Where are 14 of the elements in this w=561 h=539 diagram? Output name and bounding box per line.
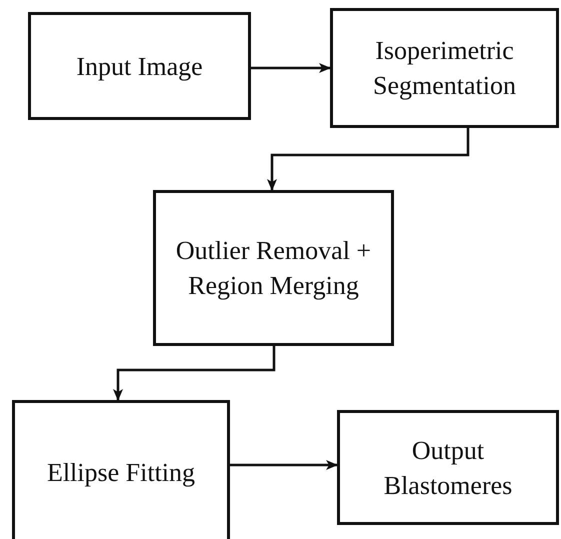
process-box [12, 400, 230, 539]
box-label: Isoperimetric Segmentation [372, 35, 517, 102]
arrow [113, 346, 276, 401]
process-box [28, 12, 251, 120]
box-label: Ellipse Fitting [46, 457, 196, 489]
arrow [267, 128, 470, 191]
process-box [153, 190, 394, 346]
box-label: Input Image [76, 50, 203, 83]
arrow [251, 63, 331, 73]
process-box [337, 410, 559, 525]
box-label: Outlier Removal + Region Merging [174, 235, 372, 302]
process-box [330, 8, 559, 128]
arrow [230, 460, 338, 470]
box-label: Output Blastomeres [382, 434, 514, 502]
